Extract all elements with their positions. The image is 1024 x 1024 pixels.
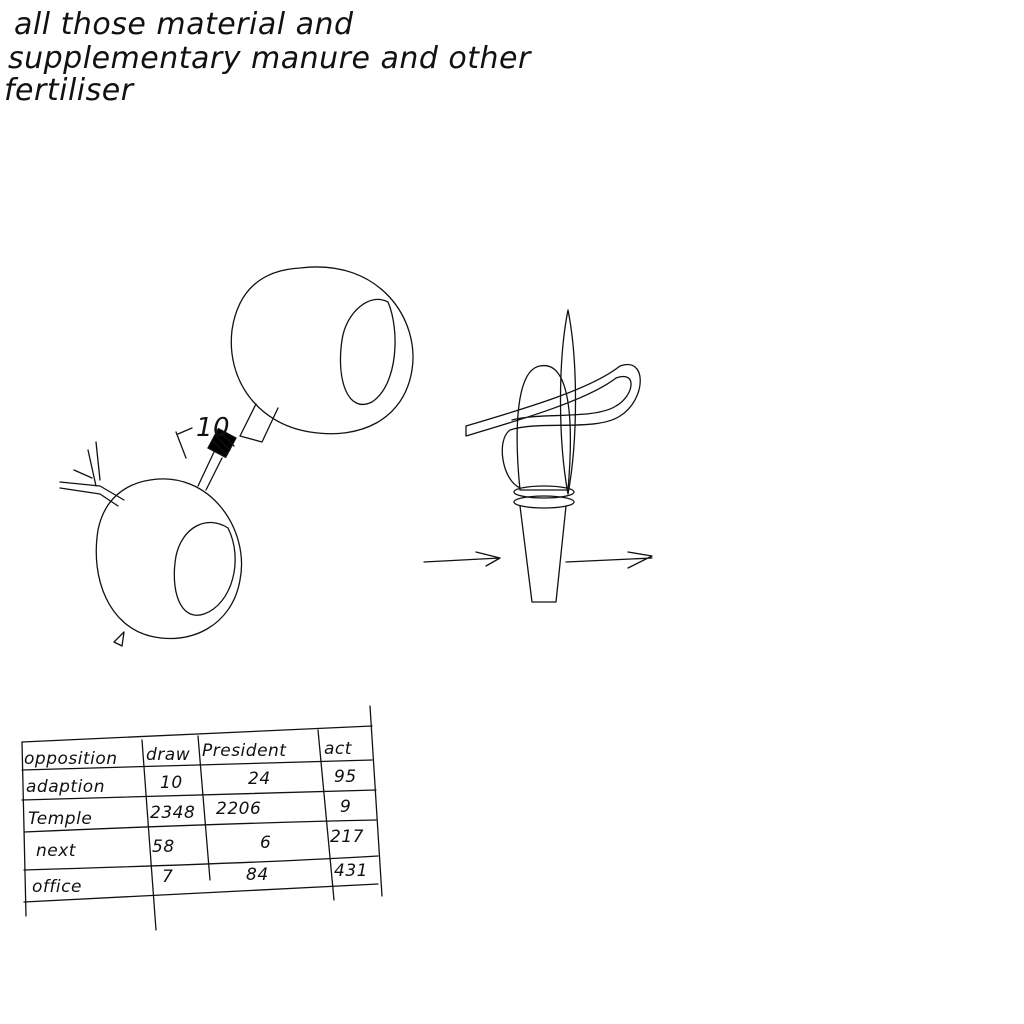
table-cell-r2-c3: 2206 [216,799,261,819]
table-cell-r4-c3: 84 [246,865,269,885]
sphere-drawing: 10 [60,267,413,646]
upper-sphere-opening [340,299,395,404]
data-table: opposition draw President act adaption 1… [22,706,382,930]
table-cell-r2-c1: Temple [28,809,92,829]
connecting-tube [198,452,222,490]
table-cell-r3-c2: 58 [152,837,175,857]
apparatus-stem [520,506,566,602]
connector-label-mark [176,428,192,458]
table-cell-r2-c4: 9 [340,797,351,817]
table-cell-r3-c3: 6 [260,833,271,853]
right-arrow [566,552,652,568]
apparatus-loop [466,365,640,488]
table-header-opposition: opposition [24,749,118,769]
table-cell-r3-c1: next [36,841,77,861]
lower-sphere-outline [96,479,241,639]
connector-label: 10 [196,413,230,443]
table-cell-r1-c4: 95 [334,767,357,787]
note-line-2: supplementary manure and other [8,41,532,76]
table-cell-r2-c2: 2348 [150,803,195,823]
table-cell-r3-c4: 217 [330,827,364,847]
table-col-1 [142,740,156,930]
table-cell-r1-c1: adaption [26,777,105,797]
table-header-act: act [324,739,353,759]
table-cell-r1-c3: 24 [248,769,271,789]
left-arrow [424,552,500,566]
handwritten-note: all those material and supplementary man… [4,7,532,108]
apparatus-drawing [424,310,652,602]
table-cell-r1-c2: 10 [160,773,183,793]
table-line-4 [24,856,378,870]
table-col-right [370,706,382,896]
lower-sphere-opening [174,523,235,616]
table-cell-r4-c1: office [32,877,82,897]
apparatus-body [517,366,570,490]
upper-sphere-neck [240,404,278,442]
table-cell-r4-c2: 7 [162,867,173,887]
note-line-1: all those material and [14,7,354,42]
table-cell-r4-c4: 431 [334,861,368,881]
small-triangle-mark [114,632,124,646]
upper-sphere-outline [231,267,413,434]
table-header-draw: draw [146,745,190,765]
note-line-3: fertiliser [4,73,135,108]
table-header-president: President [202,741,287,761]
